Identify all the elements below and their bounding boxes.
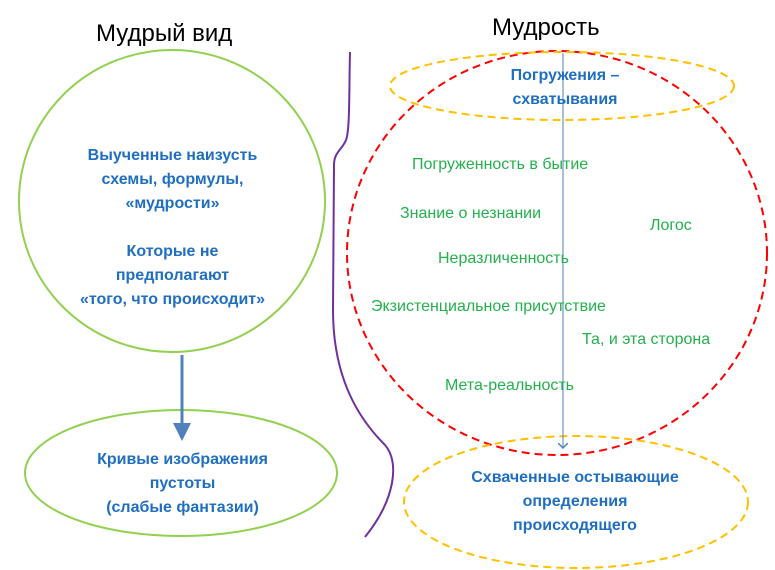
- text-line: схемы, формулы,: [101, 171, 244, 188]
- left-ellipse-text: Кривые изображения пустоты (слабые фанта…: [50, 448, 315, 520]
- wisdom-item: Логос: [650, 217, 692, 234]
- divider-brace: [331, 51, 395, 538]
- text-line: «того, что происходит»: [79, 291, 266, 308]
- wisdom-item: Та, и эта сторона: [582, 331, 711, 348]
- wisdom-item: Неразличенность: [438, 250, 569, 267]
- spacer: [40, 216, 305, 240]
- left-title: Мудрый вид: [96, 20, 233, 47]
- left-circle: [18, 49, 326, 353]
- wisdom-item: Знание о незнании: [400, 205, 542, 222]
- text-line: предполагают: [115, 267, 230, 284]
- right-title: Мудрость: [492, 14, 600, 41]
- text-line: пустоты: [149, 475, 216, 492]
- bottom-ellipse-text: Схваченные остывающие определения происх…: [455, 466, 695, 538]
- text-line: происходящего: [513, 517, 637, 534]
- wisdom-item: Погруженность в бытие: [412, 156, 589, 173]
- top-ellipse-text: Погружения – схватывания: [460, 64, 670, 112]
- text-line: Выученные наизусть: [87, 147, 258, 164]
- text-line: Которые не: [126, 243, 219, 260]
- top-ellipse: [389, 51, 735, 121]
- text-line: «мудрости»: [125, 195, 220, 212]
- text-line: Кривые изображения: [97, 451, 268, 468]
- text-line: определения: [522, 493, 628, 510]
- wisdom-item: Экзистенциальное присутствие: [371, 298, 606, 315]
- text-line: Схваченные остывающие: [471, 469, 679, 486]
- bottom-ellipse: [403, 435, 749, 569]
- text-line: Погружения –: [510, 67, 620, 84]
- text-line: схватывания: [512, 91, 618, 108]
- wisdom-circle: [346, 50, 768, 456]
- wisdom-item: Мета-реальность: [445, 377, 575, 394]
- text-line: (слабые фантазии): [106, 499, 259, 516]
- left-circle-text: Выученные наизусть схемы, формулы, «мудр…: [40, 144, 305, 312]
